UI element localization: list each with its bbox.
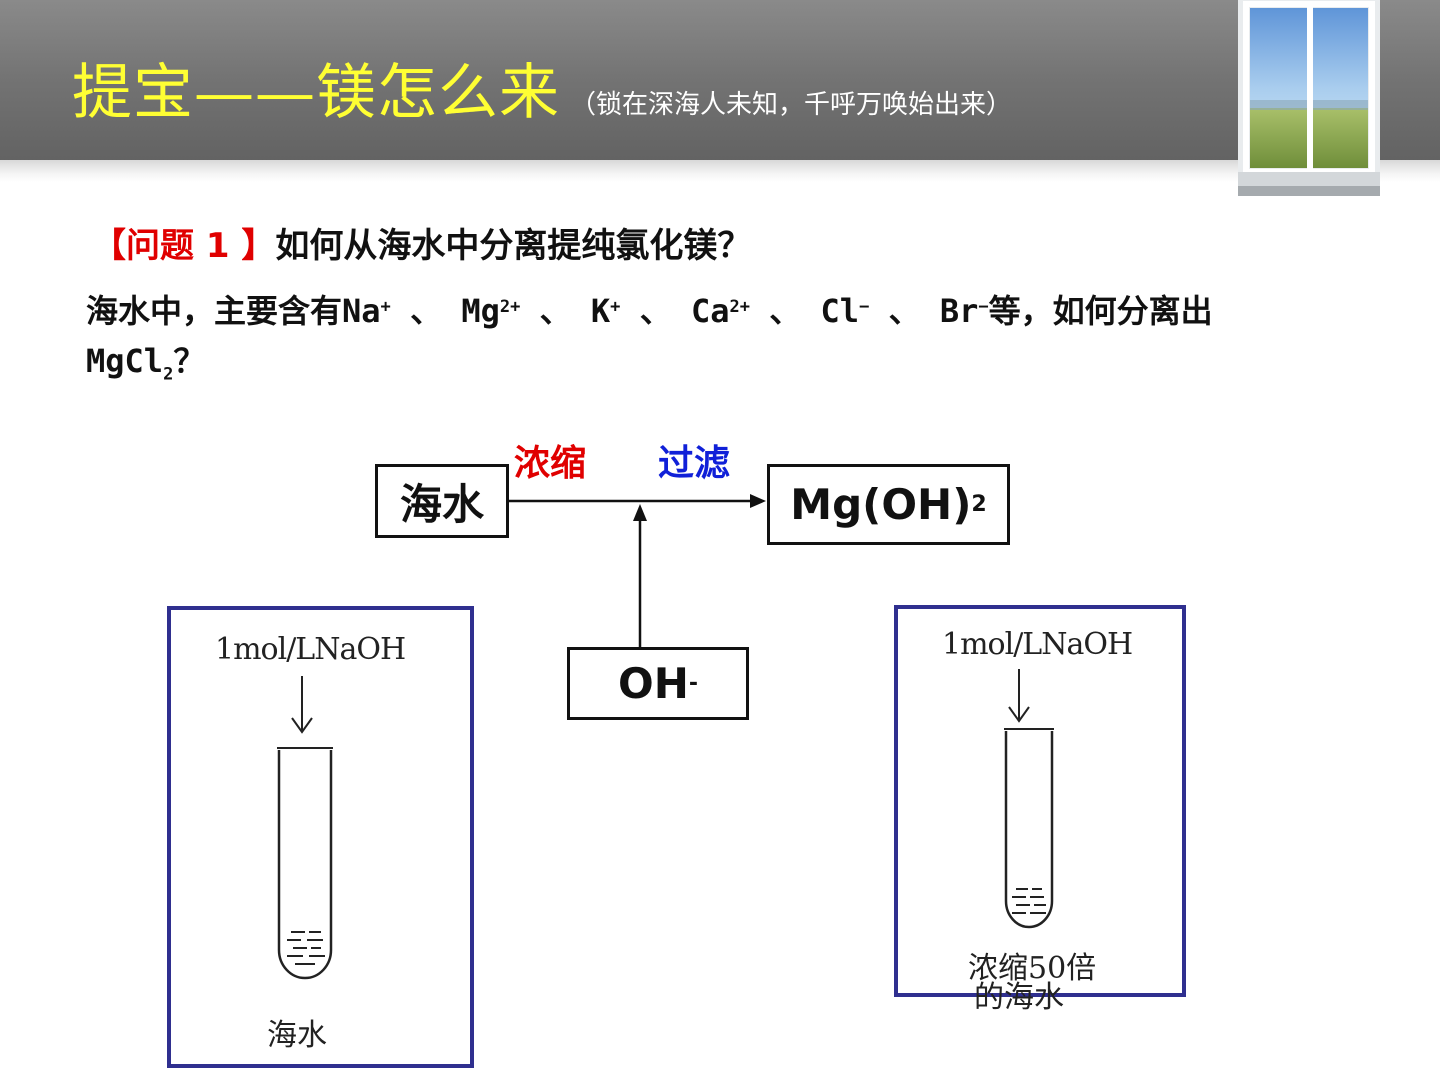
seawater-box: 海水 — [375, 464, 509, 538]
hydroxide-box: OH- — [567, 647, 749, 720]
test-tube-panel-right: 1mol/LNaOH 浓缩50倍 — [894, 605, 1186, 997]
mg-hydroxide-box: Mg(OH)2 — [767, 464, 1010, 545]
test-tube-right-icon — [898, 609, 1182, 993]
test-tube-left-icon — [171, 610, 471, 1064]
step-filter: 过滤 — [658, 434, 730, 486]
caption-right-2: 的海水 — [974, 972, 1064, 1016]
reagent-arrow-head — [633, 504, 647, 521]
main-arrow-head — [750, 494, 766, 508]
caption-left: 海水 — [267, 1010, 327, 1054]
test-tube-panel-left: 1mol/LNaOH 海水 — [167, 606, 474, 1068]
step-concentrate: 浓缩 — [514, 434, 586, 486]
